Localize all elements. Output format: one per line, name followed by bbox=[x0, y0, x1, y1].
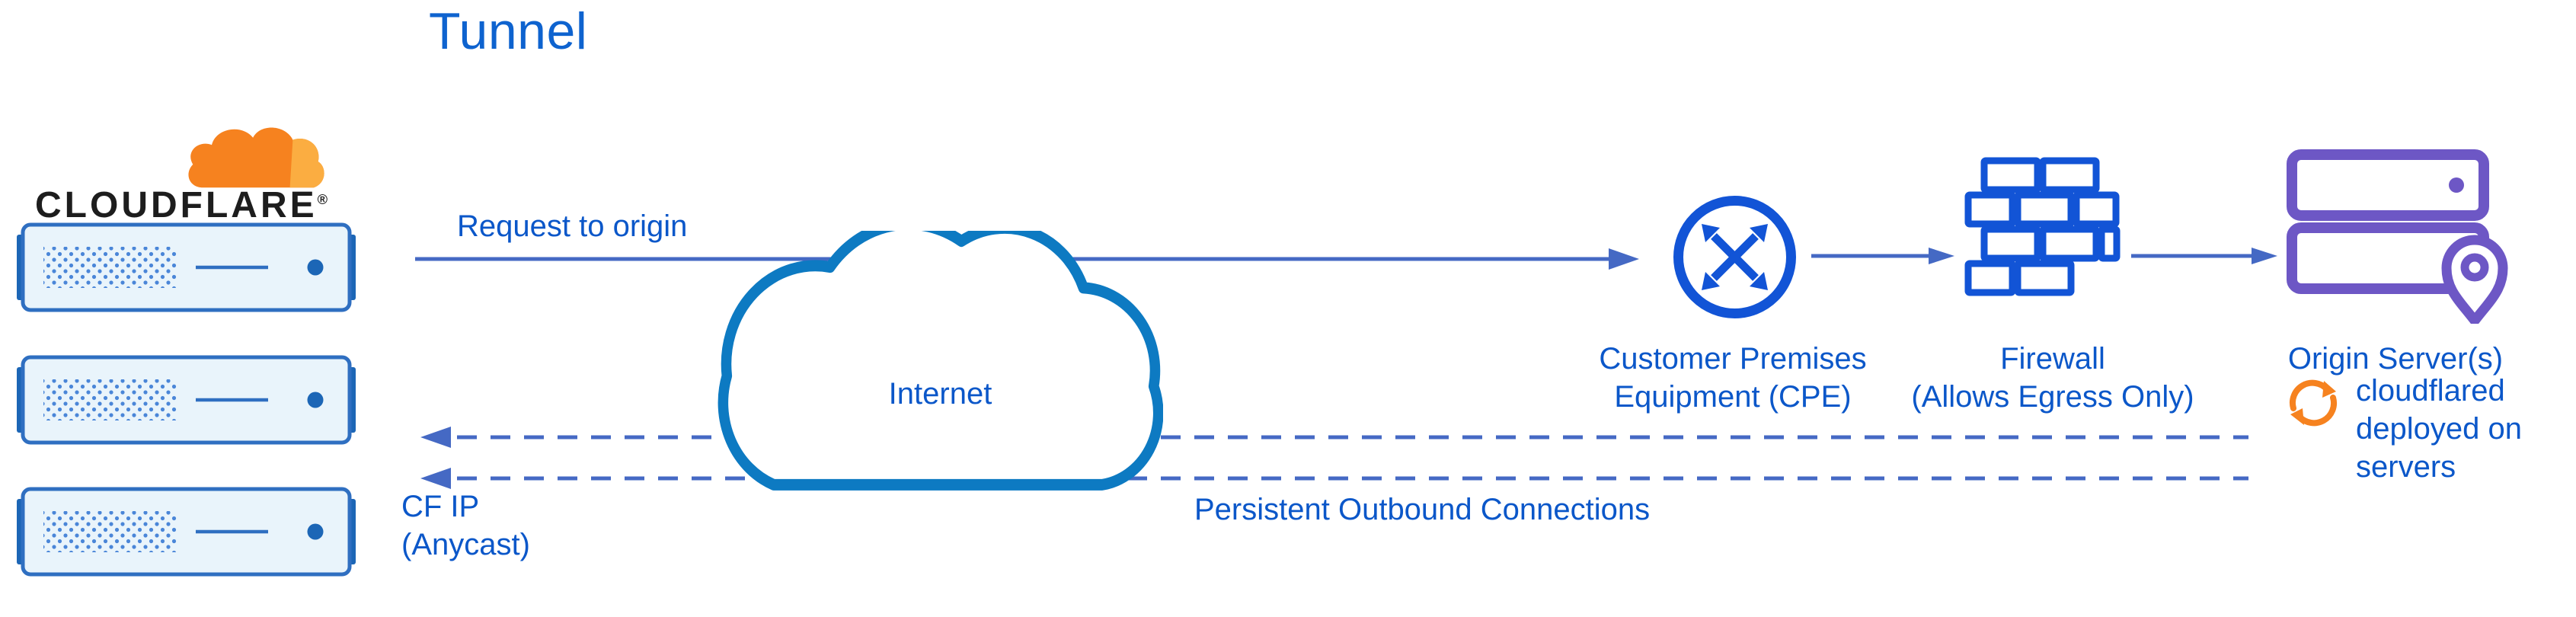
internet-label: Internet bbox=[888, 377, 992, 411]
arrow-cpe-to-firewall-head bbox=[1929, 248, 1954, 264]
request-to-origin-label: Request to origin bbox=[457, 209, 688, 243]
firewall-label: Firewall (Allows Egress Only) bbox=[1911, 342, 2194, 414]
persistent-outbound-label: Persistent Outbound Connections bbox=[1194, 493, 1651, 526]
diagram-title: Tunnel bbox=[429, 2, 588, 60]
arrow-firewall-to-origin-head bbox=[2252, 248, 2277, 264]
registered-mark: ® bbox=[317, 191, 331, 207]
edge-server-icon-3 bbox=[17, 487, 356, 577]
origin-servers-label: Origin Server(s) bbox=[2287, 342, 2504, 376]
cloudflare-brand: CLOUDFLARE® bbox=[35, 187, 331, 224]
cf-ip-anycast-label: CF IP (Anycast) bbox=[401, 490, 530, 561]
cloudflare-cloud-icon bbox=[188, 127, 324, 188]
cloudflared-label: cloudflared deployed on servers bbox=[2356, 374, 2522, 484]
cpe-label: Customer Premises Equipment (CPE) bbox=[1599, 342, 1867, 414]
cloudflare-brand-text: CLOUDFLARE bbox=[35, 185, 318, 225]
internet-cloud-icon bbox=[718, 231, 1163, 491]
cloudflared-sync-icon bbox=[2289, 379, 2338, 427]
edge-server-icon-1 bbox=[17, 222, 356, 312]
dashed-connection-upper-head bbox=[420, 427, 451, 448]
cpe-icon bbox=[1673, 196, 1796, 318]
dashed-connection-lower-head bbox=[420, 468, 451, 489]
edge-server-icon-2 bbox=[17, 355, 356, 445]
firewall-icon bbox=[1964, 157, 2121, 296]
request-arrow-head bbox=[1609, 248, 1639, 270]
origin-servers-icon bbox=[2287, 149, 2508, 324]
